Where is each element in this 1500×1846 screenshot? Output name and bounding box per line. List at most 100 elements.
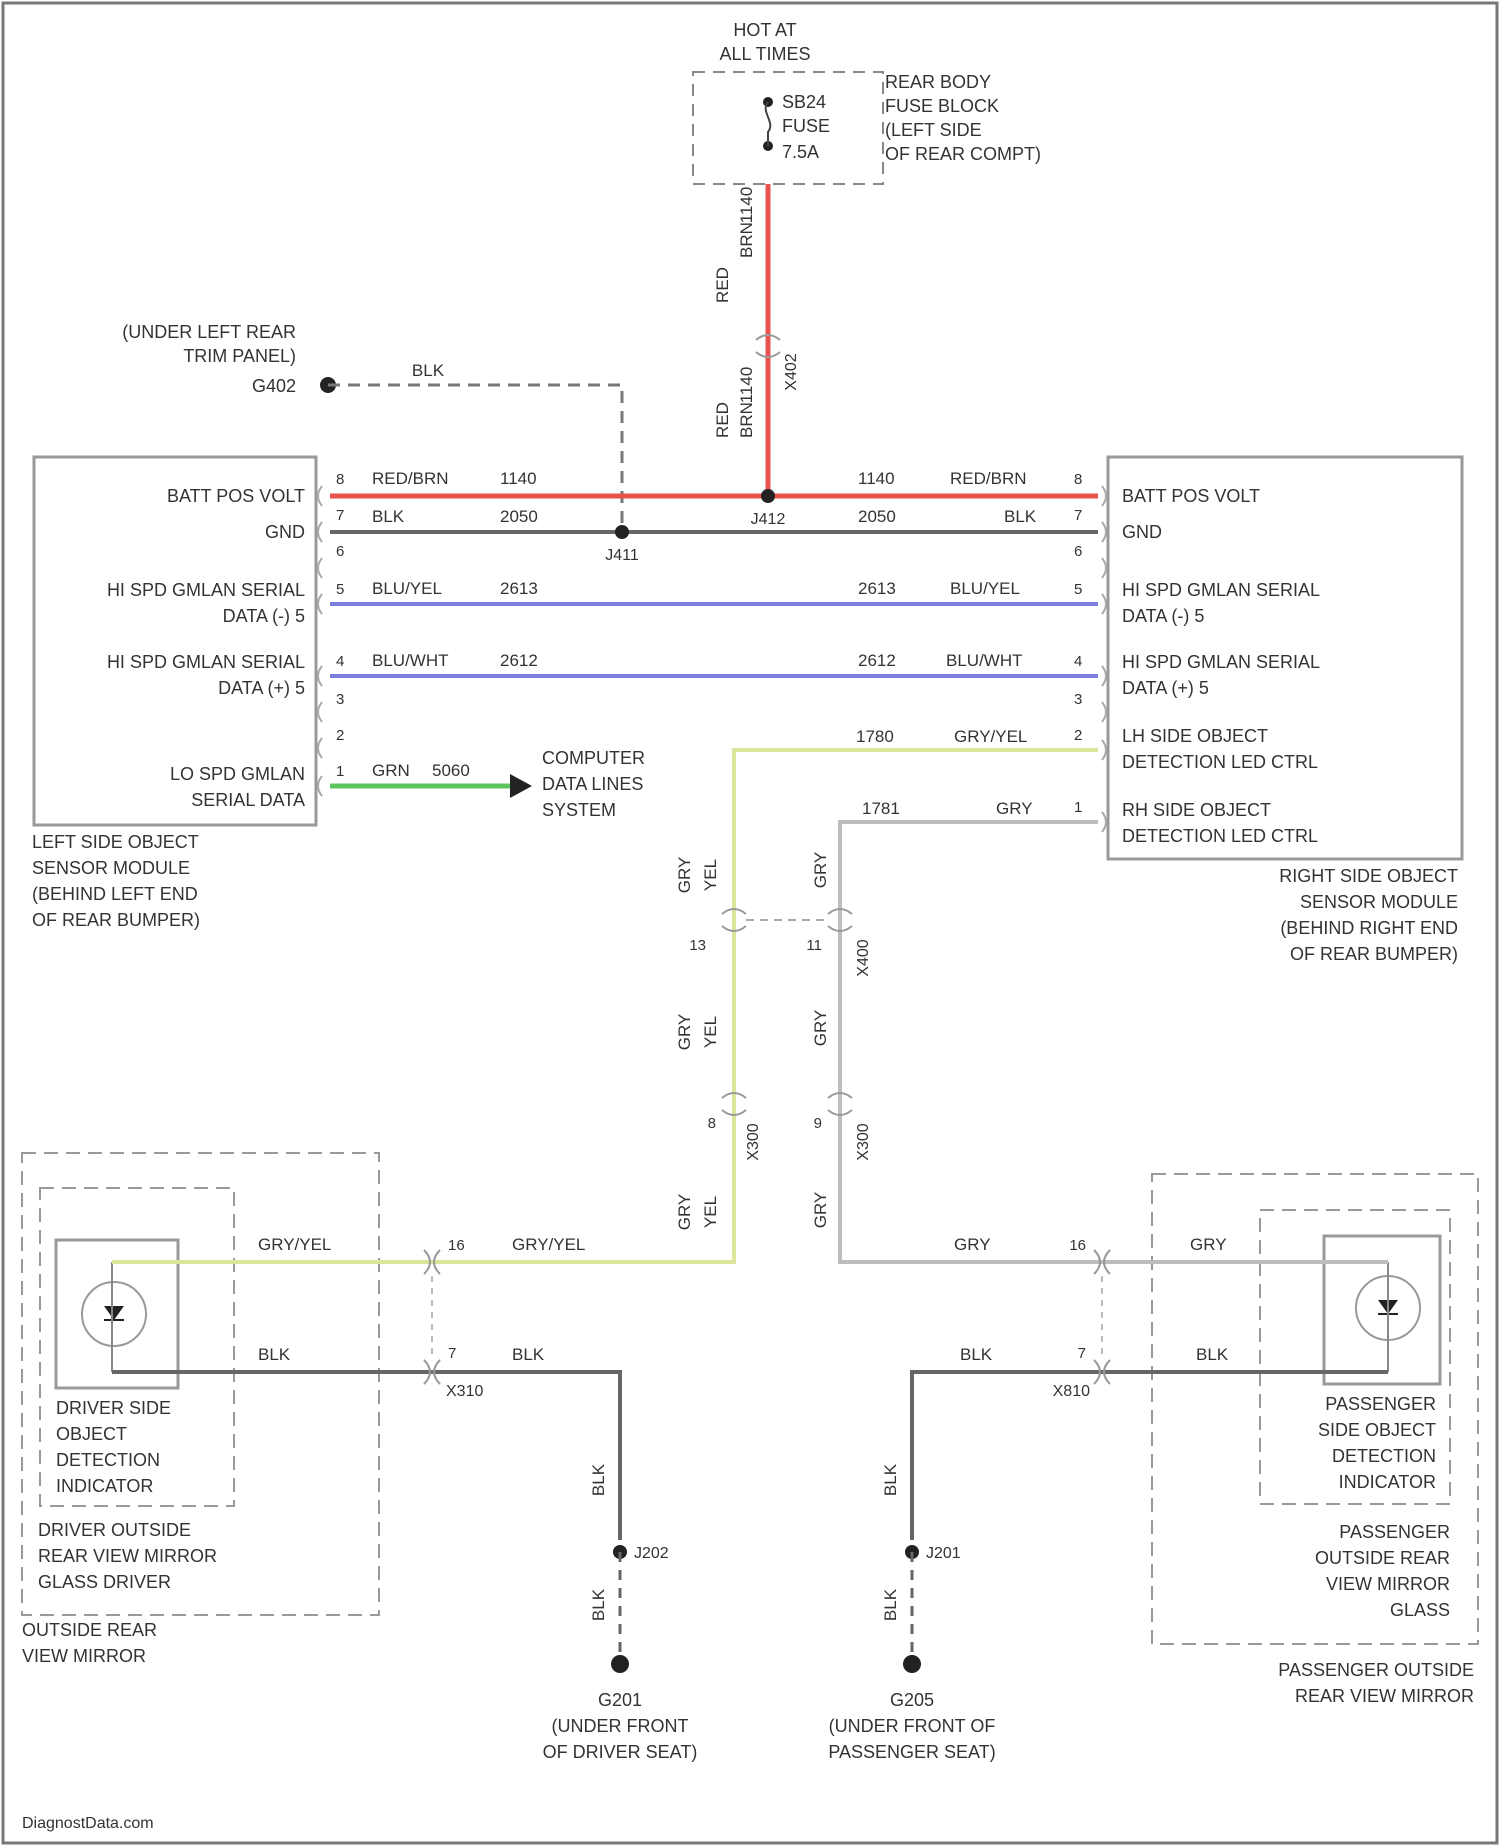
lo-spd-wire-color: GRN [372, 761, 410, 780]
left-run-color-3: GRY [675, 1194, 694, 1231]
right-module-name-1: RIGHT SIDE OBJECT [1279, 866, 1458, 886]
g205-location-2: PASSENGER SEAT) [828, 1742, 995, 1762]
right-pin-6: 6 [1074, 543, 1082, 560]
passenger-mirror: GRY GRY 16 BLK BLK 7 X810 PASSENGER SIDE… [912, 1174, 1478, 1706]
fuse-block-name-4: OF REAR COMPT) [885, 144, 1041, 164]
x400-pin-right: 11 [806, 937, 822, 954]
feed-upper-circuit: 1140 [737, 187, 756, 224]
left-data-pos-color: BLU/WHT [372, 651, 449, 670]
driver-wire1-color: GRY/YEL [258, 1235, 331, 1254]
driver-pin7: 7 [448, 1345, 456, 1362]
passenger-wire2-color: BLK [960, 1345, 993, 1364]
passenger-indicator-name-2: SIDE OBJECT [1318, 1420, 1436, 1440]
j412-splice [761, 489, 775, 503]
lo-spd-arrow-icon [510, 774, 532, 798]
left-module-name-4: OF REAR BUMPER) [32, 910, 200, 930]
right-pin-5: 5 [1074, 581, 1082, 598]
page-border [3, 3, 1497, 1843]
g402-location-1: (UNDER LEFT REAR [122, 322, 296, 342]
right-module-name-2: SENSOR MODULE [1300, 892, 1458, 912]
right-pin-1: 1 [1074, 799, 1082, 816]
driver-glass-name-3: GLASS DRIVER [38, 1572, 171, 1592]
passenger-wire2-color-right: BLK [1196, 1345, 1229, 1364]
left-module: BATT POS VOLT GND HI SPD GMLAN SERIAL DA… [32, 457, 344, 930]
right-pin1-label-1: RH SIDE OBJECT [1122, 800, 1271, 820]
passenger-glass-name-1: PASSENGER [1339, 1522, 1450, 1542]
left-module-name-2: SENSOR MODULE [32, 858, 190, 878]
fuse-label: FUSE [782, 116, 830, 136]
driver-indicator-name-3: DETECTION [56, 1450, 160, 1470]
right-pin-8: 8 [1074, 471, 1082, 488]
passenger-indicator-name-4: INDICATOR [1339, 1472, 1436, 1492]
g201-location-1: (UNDER FRONT [552, 1716, 689, 1736]
feed-upper-color: RED [713, 267, 732, 303]
driver-indicator-name-2: OBJECT [56, 1424, 127, 1444]
fuse-block-name-2: FUSE BLOCK [885, 96, 999, 116]
x400-label: X400 [855, 939, 872, 976]
g402-id: G402 [252, 376, 296, 396]
g205-ground-icon [903, 1655, 921, 1673]
right-pin4-label-1: HI SPD GMLAN SERIAL [1122, 652, 1320, 672]
right-pin-7: 7 [1074, 507, 1082, 524]
left-pin-6: 6 [336, 543, 344, 560]
left-data-pos-circuit: 2612 [500, 651, 538, 670]
g201-id: G201 [598, 1690, 642, 1710]
left-module-name-3: (BEHIND LEFT END [32, 884, 198, 904]
lh-led-wire-color: GRY/YEL [954, 727, 1027, 746]
j412-label: J412 [751, 511, 786, 528]
left-run-stripe-2: YEL [701, 1016, 720, 1048]
left-module-name-1: LEFT SIDE OBJECT [32, 832, 199, 852]
g201-wire-upper: BLK [589, 1463, 608, 1496]
passenger-pin16: 16 [1069, 1237, 1086, 1254]
x300-label-right: X300 [855, 1123, 872, 1160]
computer-label-2: DATA LINES [542, 774, 643, 794]
g402-wire-color: BLK [412, 361, 445, 380]
right-batt-wire-circuit: 1140 [858, 469, 895, 488]
passenger-pin7: 7 [1078, 1345, 1086, 1362]
right-run-color-3: GRY [811, 1192, 830, 1229]
left-pin4-label-1: HI SPD GMLAN SERIAL [107, 652, 305, 672]
left-pin-2: 2 [336, 727, 344, 744]
driver-mirror-name-2: VIEW MIRROR [22, 1646, 146, 1666]
driver-mirror: GRY/YEL GRY/YEL 16 BLK BLK 7 X310 DRIVER… [22, 1153, 620, 1666]
driver-wire2-color: BLK [258, 1345, 291, 1364]
feed-wire: RED BRN 1140 X402 RED BRN 1140 [713, 184, 800, 496]
right-pin1-label-2: DETECTION LED CTRL [1122, 826, 1318, 846]
lh-led-wire [182, 750, 1098, 1262]
passenger-indicator-name-3: DETECTION [1332, 1446, 1436, 1466]
right-pin2-label-2: DETECTION LED CTRL [1122, 752, 1318, 772]
left-pin-1: 1 [336, 763, 344, 780]
left-pin-7: 7 [336, 507, 344, 524]
left-pin-8: 8 [336, 471, 344, 488]
x300-label-left: X300 [745, 1123, 762, 1160]
left-pin5-label-1: HI SPD GMLAN SERIAL [107, 580, 305, 600]
x300-pin-right: 9 [814, 1115, 822, 1132]
right-pin5-label-2: DATA (-) 5 [1122, 606, 1204, 626]
right-module-name-4: OF REAR BUMPER) [1290, 944, 1458, 964]
passenger-glass-name-4: GLASS [1390, 1600, 1450, 1620]
left-gnd-wire-color: BLK [372, 507, 405, 526]
left-run-stripe-1: YEL [701, 859, 720, 891]
left-pin4-label-2: DATA (+) 5 [218, 678, 305, 698]
feed-lower-color: RED [713, 402, 732, 438]
right-data-pos-color: BLU/WHT [946, 651, 1023, 670]
right-pin5-label-1: HI SPD GMLAN SERIAL [1122, 580, 1320, 600]
right-batt-wire-color: RED/BRN [950, 469, 1027, 488]
driver-glass-name-1: DRIVER OUTSIDE [38, 1520, 191, 1540]
left-gnd-wire-circuit: 2050 [500, 507, 538, 526]
driver-indicator-name-4: INDICATOR [56, 1476, 153, 1496]
j411-label: J411 [605, 547, 639, 564]
passenger-wire1-color-right: GRY [1190, 1235, 1227, 1254]
computer-label-1: COMPUTER [542, 748, 645, 768]
driver-gnd-wire [112, 1372, 620, 1540]
right-gnd-wire-circuit: 2050 [858, 507, 896, 526]
rh-led-wire-color: GRY [996, 799, 1033, 818]
hot-at-label: HOT AT [733, 20, 796, 40]
right-pin4-label-2: DATA (+) 5 [1122, 678, 1209, 698]
passenger-mirror-name-2: REAR VIEW MIRROR [1295, 1686, 1474, 1706]
computer-label-3: SYSTEM [542, 800, 616, 820]
right-pin8-label: BATT POS VOLT [1122, 486, 1260, 506]
passenger-glass-name-3: VIEW MIRROR [1326, 1574, 1450, 1594]
passenger-glass-name-2: OUTSIDE REAR [1315, 1548, 1450, 1568]
left-pin8-label: BATT POS VOLT [167, 486, 305, 506]
